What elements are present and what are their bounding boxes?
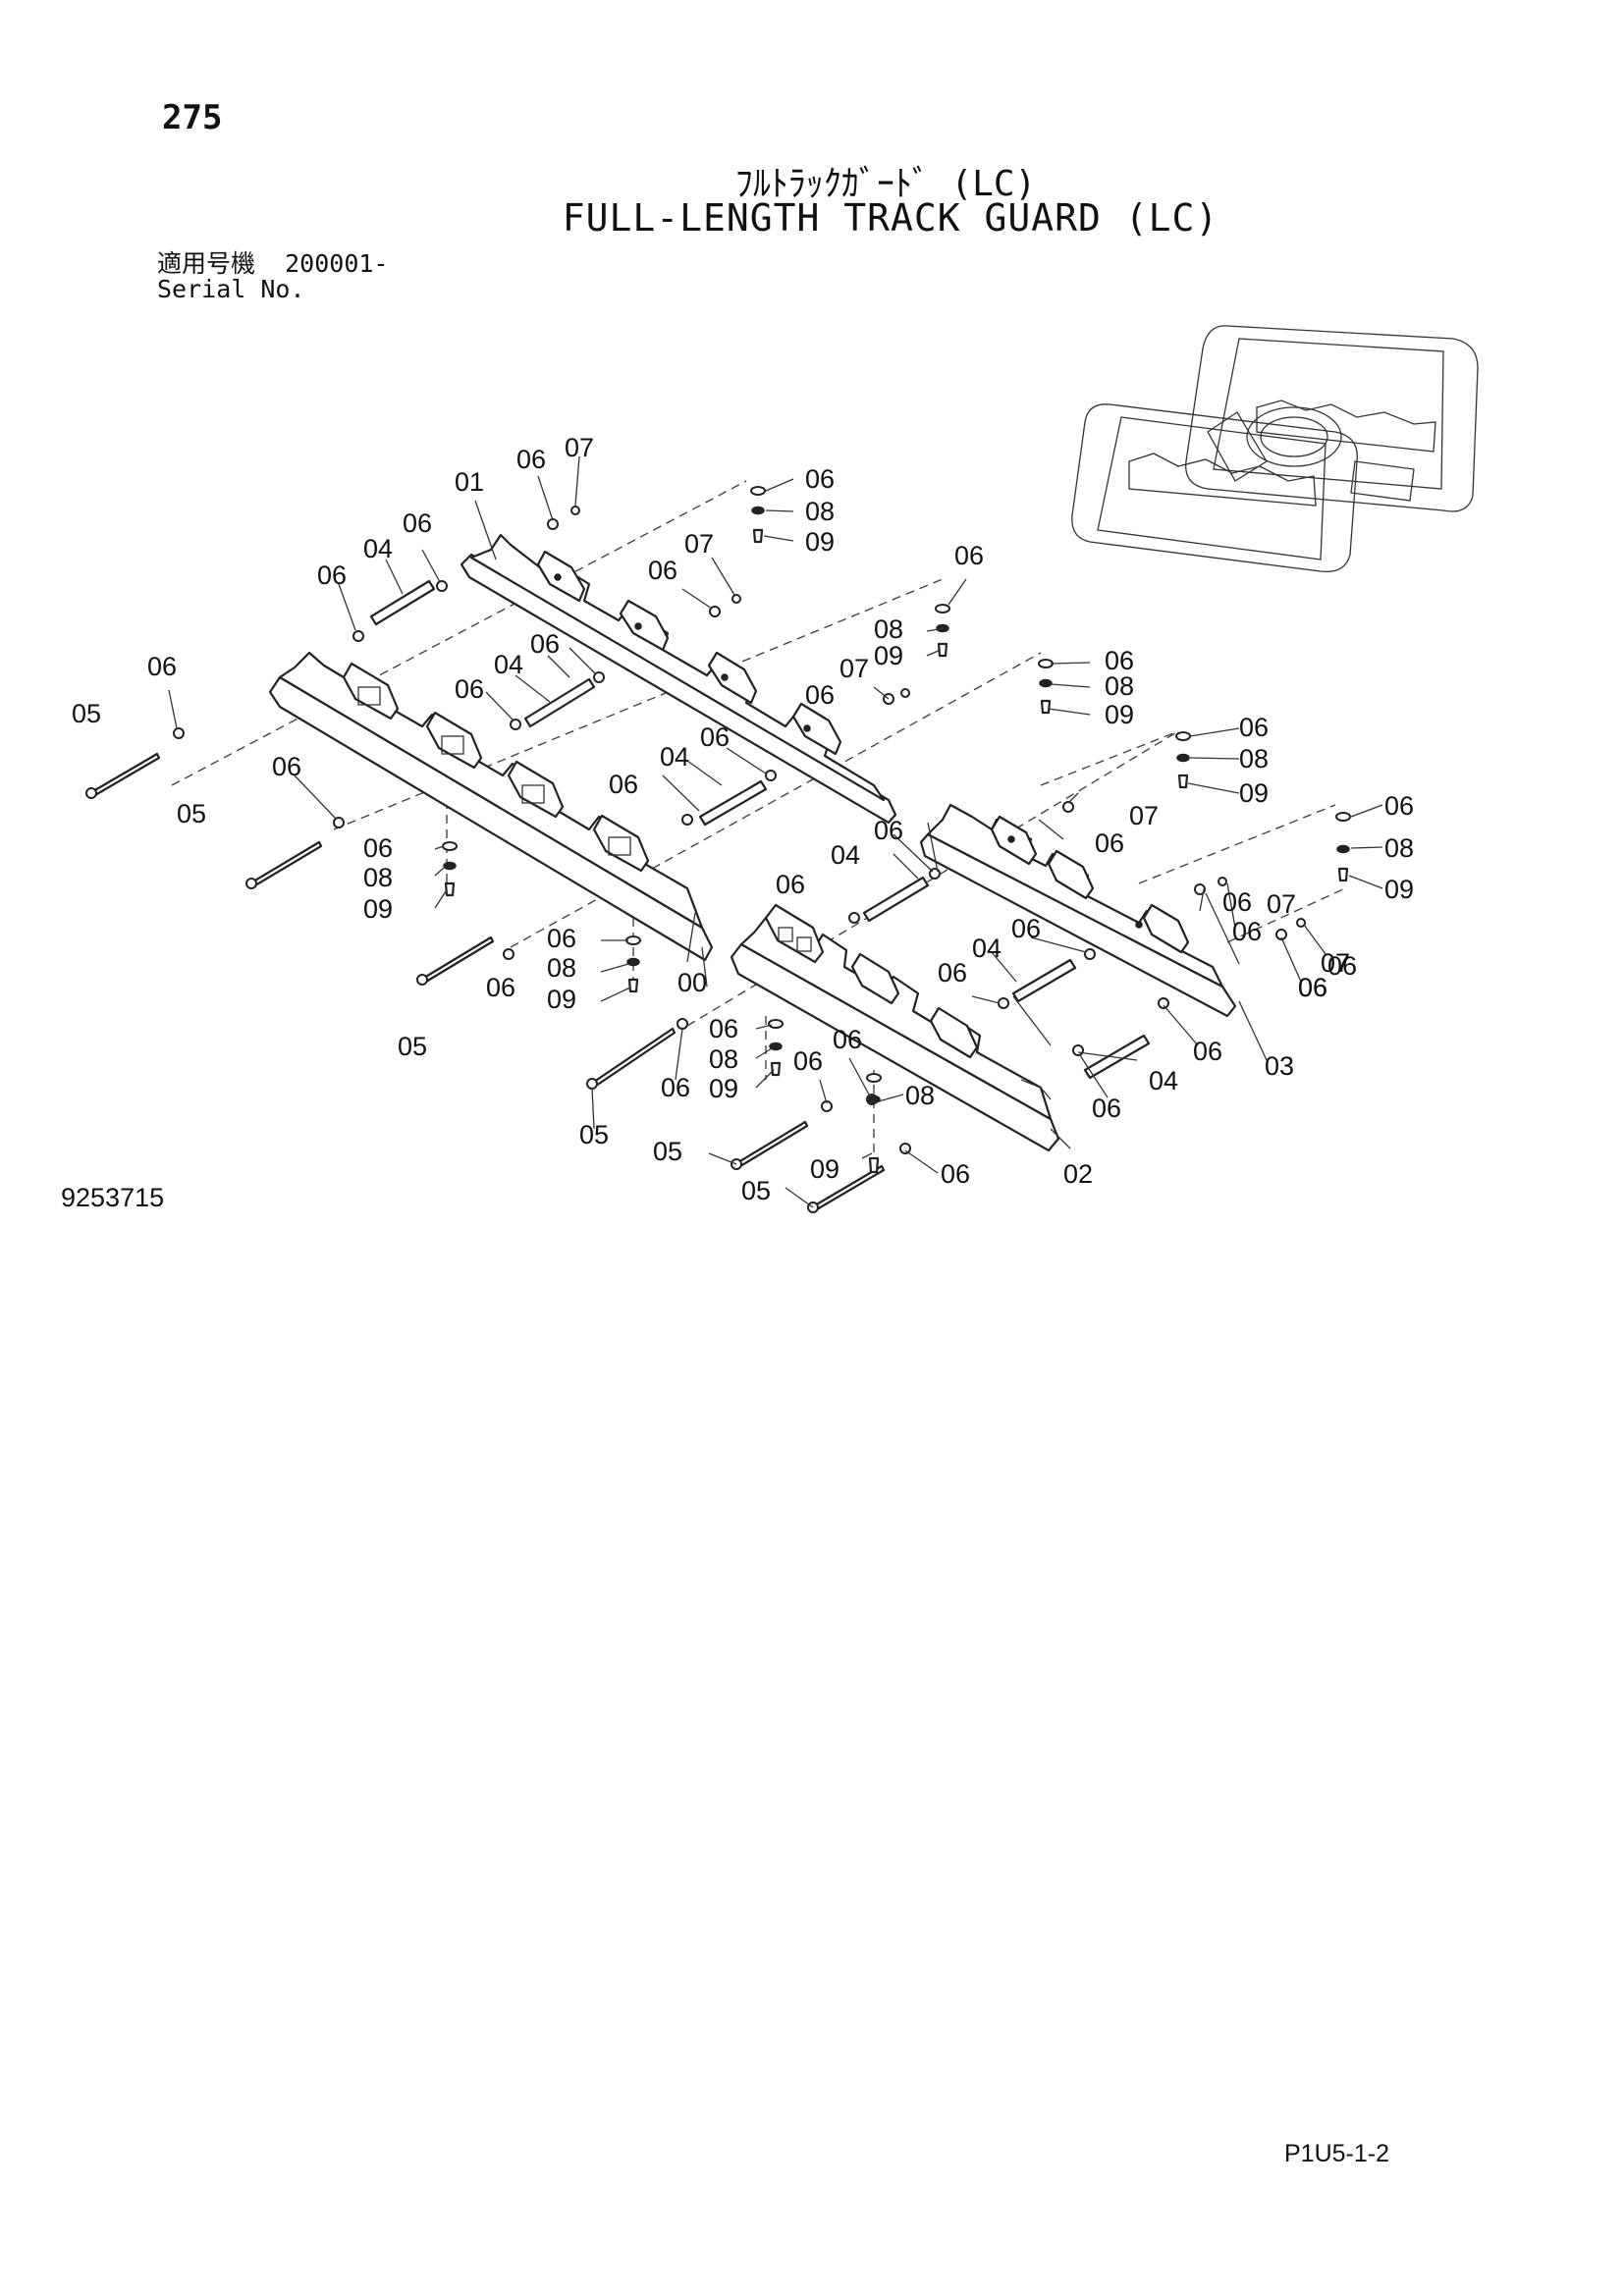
assembly-lines bbox=[171, 480, 1346, 1153]
callout: 06 bbox=[805, 680, 835, 710]
callout: 02 bbox=[1063, 1159, 1093, 1189]
callout: 06 bbox=[1011, 914, 1041, 943]
callout: 08 bbox=[905, 1081, 935, 1110]
guard-rail-01 bbox=[460, 533, 897, 825]
callout: 06 bbox=[455, 674, 484, 704]
callout: 06 bbox=[1327, 951, 1357, 981]
callout: 05 bbox=[653, 1137, 682, 1166]
callout: 06 bbox=[530, 629, 560, 659]
callout: 06 bbox=[776, 870, 805, 899]
callout: 09 bbox=[1384, 875, 1414, 904]
callout: 04 bbox=[1149, 1066, 1178, 1095]
callout: 08 bbox=[1105, 671, 1134, 701]
callout: 06 bbox=[805, 464, 835, 494]
callout: 09 bbox=[805, 527, 835, 557]
guard-rail-03 bbox=[919, 803, 1237, 1018]
pins-04 bbox=[369, 579, 1151, 1080]
callout: 07 bbox=[565, 433, 594, 462]
callout: 08 bbox=[1239, 744, 1269, 774]
callout: 06 bbox=[403, 508, 432, 538]
callout: 06 bbox=[941, 1159, 970, 1189]
callout: 08 bbox=[363, 863, 393, 892]
callout: 06 bbox=[874, 816, 903, 845]
callout: 07 bbox=[1321, 948, 1350, 978]
callout: 08 bbox=[709, 1044, 738, 1074]
page-number: 275 bbox=[162, 98, 223, 137]
callout: 06 bbox=[1193, 1037, 1222, 1066]
callout: 06 bbox=[272, 752, 301, 781]
callout: 09 bbox=[1239, 778, 1269, 808]
callout: 05 bbox=[741, 1176, 771, 1205]
callout: 05 bbox=[579, 1120, 609, 1149]
callout: 06 bbox=[516, 445, 546, 474]
callout: 06 bbox=[547, 924, 576, 953]
bolts-05 bbox=[85, 752, 886, 1213]
callout: 06 bbox=[147, 652, 177, 681]
serial-label-jp: 適用号機 bbox=[157, 249, 256, 278]
callout: 08 bbox=[874, 614, 903, 644]
callout: 06 bbox=[1298, 973, 1327, 1002]
callout: 07 bbox=[684, 529, 714, 559]
callout: 09 bbox=[810, 1154, 839, 1184]
callout: 08 bbox=[805, 497, 835, 526]
callout: 06 bbox=[709, 1014, 738, 1043]
callout: 06 bbox=[1298, 973, 1327, 1002]
callout-labels: 01 06 07 06 08 09 06 04 06 06 07 06 08 0… bbox=[72, 433, 1414, 1205]
callout: 03 bbox=[1265, 1051, 1294, 1081]
callout: 04 bbox=[972, 934, 1001, 963]
callout: 09 bbox=[1105, 700, 1134, 729]
callout: 04 bbox=[494, 650, 523, 679]
callout: 05 bbox=[398, 1032, 427, 1061]
callout: 06 bbox=[1092, 1094, 1121, 1123]
callout: 06 bbox=[1095, 828, 1124, 858]
callout: 06 bbox=[1232, 917, 1262, 946]
callout: 06 bbox=[609, 770, 638, 799]
serial-value: 200001- bbox=[285, 249, 389, 278]
callout: 00 bbox=[677, 968, 707, 997]
callout: 07 bbox=[1129, 801, 1159, 830]
callout: 07 bbox=[839, 654, 869, 683]
drawing-number: 9253715 bbox=[61, 1183, 165, 1212]
serial-block: 適用号機 200001- Serial No. bbox=[157, 251, 388, 302]
callout: 04 bbox=[831, 840, 860, 870]
callout: 06 bbox=[793, 1046, 823, 1076]
callout: 04 bbox=[660, 742, 689, 772]
callout: 09 bbox=[547, 985, 576, 1014]
callout: 06 bbox=[661, 1073, 690, 1102]
serial-row-en: Serial No. bbox=[157, 275, 305, 303]
callout: 06 bbox=[700, 722, 730, 752]
leader-lines bbox=[168, 455, 1383, 1208]
callout: 06 bbox=[486, 973, 515, 1002]
callout: 08 bbox=[1384, 833, 1414, 863]
callout: 05 bbox=[177, 799, 206, 828]
serial-row-jp: 適用号機 200001- bbox=[157, 251, 388, 277]
callout: 06 bbox=[648, 556, 677, 585]
callout: 07 bbox=[1267, 889, 1296, 919]
callout: 05 bbox=[72, 699, 101, 728]
title-english: FULL-LENGTH TRACK GUARD (LC) bbox=[562, 196, 1219, 240]
page-code: P1U5-1-2 bbox=[1284, 2140, 1389, 2167]
callout: 06 bbox=[317, 561, 347, 590]
callout: 06 bbox=[1105, 646, 1134, 675]
callout: 09 bbox=[709, 1074, 738, 1103]
title-japanese: ﾌﾙﾄﾗｯｸｶﾞｰﾄﾞ (LC) bbox=[734, 164, 1037, 204]
callout: 06 bbox=[1222, 887, 1252, 917]
undercarriage-thumbnail bbox=[1071, 325, 1479, 573]
callout: 04 bbox=[363, 534, 393, 563]
guard-rail-02 bbox=[730, 903, 1060, 1152]
guard-rail-00 bbox=[268, 651, 714, 962]
callout: 08 bbox=[547, 953, 576, 983]
callout: 06 bbox=[363, 833, 393, 863]
callout: 09 bbox=[363, 894, 393, 924]
callout: 06 bbox=[833, 1025, 862, 1054]
callout: 06 bbox=[1384, 791, 1414, 821]
callout: 06 bbox=[1239, 713, 1269, 742]
callout: 06 bbox=[938, 958, 967, 988]
callout: 06 bbox=[954, 541, 984, 570]
callout: 01 bbox=[455, 467, 484, 497]
callout: 09 bbox=[874, 641, 903, 670]
